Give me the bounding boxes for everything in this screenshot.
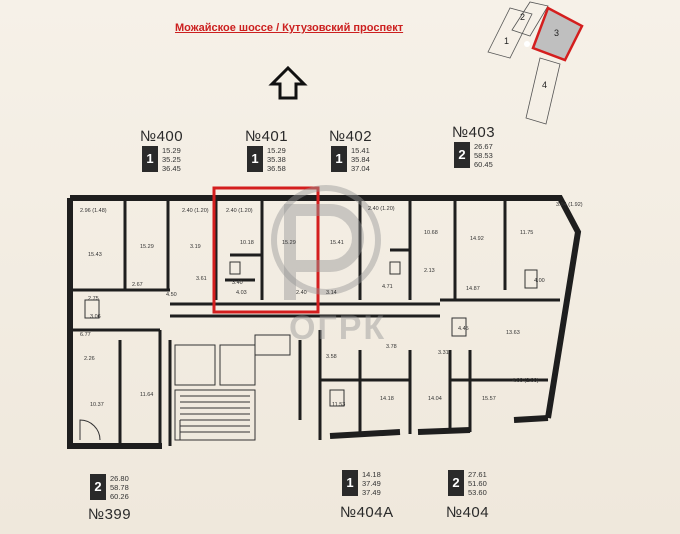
- room-label: 14.92: [470, 236, 484, 242]
- room-label: 2.13: [424, 268, 435, 274]
- room-label: 15.43: [88, 252, 102, 258]
- room-label: 2.40: [296, 290, 307, 296]
- room-label: 6.77: [80, 332, 91, 338]
- unit-number: №404: [446, 504, 490, 521]
- watermark-logo-icon: [271, 185, 381, 300]
- room-label: 3.19: [190, 244, 201, 250]
- outer-walls: [67, 195, 582, 449]
- watermark-text: ОГРК: [289, 309, 387, 347]
- room-label: 3.06: [90, 314, 101, 320]
- room-label: 2.75: [88, 296, 99, 302]
- room-label: 2.40 (1.20): [182, 208, 209, 214]
- room-label: 15.29: [282, 240, 296, 246]
- unit-number: №404A: [340, 504, 394, 521]
- interior-walls: [70, 200, 560, 446]
- unit-number: №403: [452, 124, 496, 141]
- room-label: 2.96 (1.48): [80, 208, 107, 214]
- rooms-badge: 1: [331, 146, 347, 172]
- room-label: 10.37: [90, 402, 104, 408]
- room-label: 14.04: [428, 396, 442, 402]
- key-plan-label-3: 3: [554, 28, 560, 38]
- room-label: 3.78: [386, 344, 397, 350]
- room-label: 15.57: [482, 396, 496, 402]
- room-label: 11.64: [140, 392, 154, 398]
- fixtures: [79, 261, 538, 441]
- key-plan-building-1: [487, 7, 533, 59]
- direction-arrow-icon: [268, 65, 308, 100]
- room-label: 2.40 (1.20): [226, 208, 253, 214]
- rooms-badge: 2: [454, 142, 470, 168]
- room-label: 4.03: [236, 290, 247, 296]
- room-label: 2.67: [132, 282, 143, 288]
- unit-number: №402: [329, 128, 373, 145]
- room-label: 3.84 (1.92): [556, 202, 583, 208]
- room-label: 4.00 (2.00): [512, 378, 539, 384]
- room-label: 2.40 (1.20): [368, 206, 395, 212]
- selected-unit-outline: [212, 186, 320, 314]
- unit-number: №401: [245, 128, 289, 145]
- room-label: 10.68: [424, 230, 438, 236]
- room-label: 10.18: [240, 240, 254, 246]
- room-label: 4.45: [458, 326, 469, 332]
- room-label: 4.00: [534, 278, 545, 284]
- key-plan-label-2: 2: [520, 12, 526, 22]
- room-label: 14.87: [466, 286, 480, 292]
- rooms-badge: 1: [342, 470, 358, 496]
- key-plan-building-3: [531, 6, 584, 62]
- street-title: Можайское шоссе / Кутузовский проспект: [175, 22, 404, 34]
- key-plan-building-4: [525, 57, 561, 125]
- rooms-badge: 1: [247, 146, 263, 172]
- room-label: 15.41: [330, 240, 344, 246]
- room-label: 13.63: [506, 330, 520, 336]
- room-label: 4.50: [166, 292, 177, 298]
- room-label: 14.18: [380, 396, 394, 402]
- room-label: 11.53: [332, 402, 346, 408]
- key-plan-label-1: 1: [504, 36, 510, 46]
- room-label: 3.40: [232, 280, 243, 286]
- unit-number: №399: [88, 506, 132, 523]
- room-label: 3.58: [326, 354, 337, 360]
- room-label: 11.75: [520, 230, 534, 236]
- unit-number: №400: [140, 128, 184, 145]
- rooms-badge: 2: [448, 470, 464, 496]
- room-label: 2.26: [84, 356, 95, 362]
- rooms-badge: 1: [142, 146, 158, 172]
- key-plan-building-2: [511, 1, 549, 37]
- room-label: 15.29: [140, 244, 154, 250]
- key-plan: [487, 1, 584, 125]
- key-plan-label-4: 4: [542, 80, 548, 90]
- room-label: 3.14: [326, 290, 337, 296]
- rooms-badge: 2: [90, 474, 106, 500]
- room-label: 4.71: [382, 284, 393, 290]
- room-label: 3.31: [438, 350, 449, 356]
- room-label: 3.61: [196, 276, 207, 282]
